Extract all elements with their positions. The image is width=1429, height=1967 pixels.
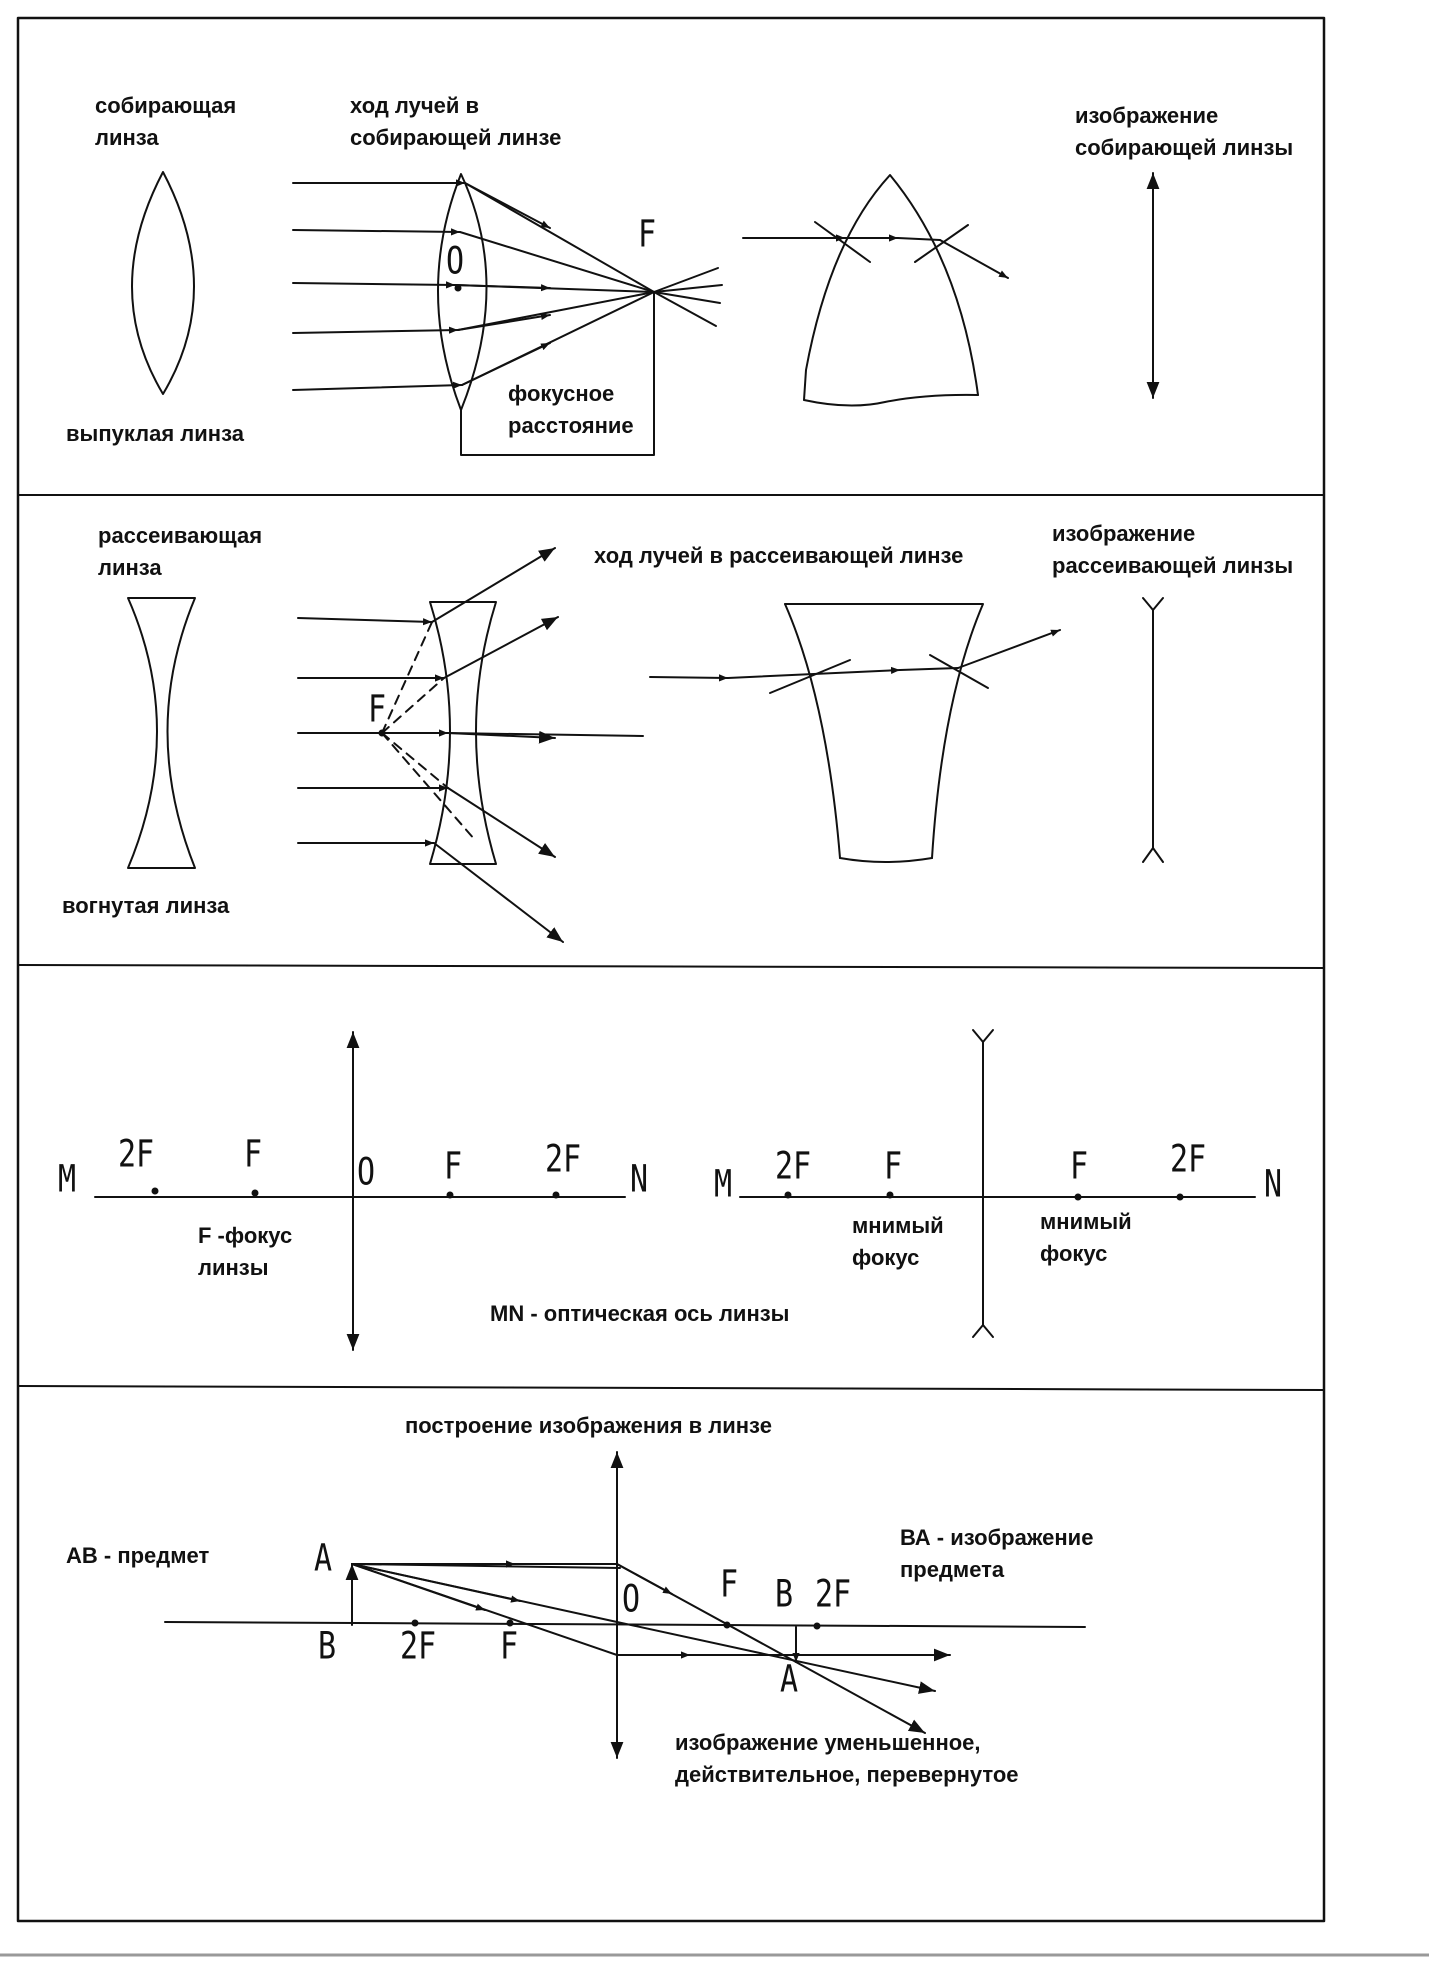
axis1-f-left: F [244, 1132, 263, 1177]
image-construction-diagram [164, 1451, 1086, 1759]
point-b: B [318, 1624, 337, 1669]
axis2-f-left: F [884, 1144, 903, 1189]
point-2f: 2F [400, 1624, 437, 1669]
label-virtual-focus-left: мнимый фокус [852, 1213, 944, 1270]
label-diverging-symbol: изображение рассеивающей линзы [1052, 521, 1294, 578]
label-concave-lens: вогнутая линза [62, 893, 230, 918]
diverging-ray-diagram [297, 547, 644, 943]
label-focus-note: F -фокус линзы [198, 1223, 293, 1280]
point-o: O [622, 1577, 641, 1622]
diverging-lens-body [429, 601, 497, 865]
page-frame [0, 16, 1429, 1957]
diverging-lens-symbol [1142, 597, 1164, 863]
label-diverging-lens: рассеивающая линза [98, 523, 263, 580]
label-image-note: ВА - изображение предмета [900, 1525, 1094, 1582]
point-b-image: B [775, 1572, 794, 1617]
converging-ray-diagram [292, 173, 723, 456]
label-focus-f: F [638, 212, 657, 257]
label-ray-path-diverging: ход лучей в рассеивающей линзе [594, 543, 964, 568]
axis2-f-right: F [1070, 1144, 1089, 1189]
axis1-2f-left: 2F [118, 1132, 155, 1177]
axis2-2f-left: 2F [775, 1144, 812, 1189]
label-ray-path-converging: ход лучей в собирающей линзе [350, 93, 562, 150]
converging-lens-axis [94, 1031, 626, 1351]
refraction-through-converging-prism [742, 174, 1009, 407]
axis2-m: M [714, 1162, 733, 1207]
axis1-n: N [630, 1157, 649, 1202]
diverging-lens-axis [739, 1029, 1256, 1338]
point-a: A [314, 1536, 333, 1581]
label-virtual-focus-right: мнимый фокус [1040, 1209, 1132, 1266]
refraction-through-diverging-prism [649, 603, 1061, 863]
axis1-2f-right: 2F [545, 1137, 582, 1182]
point-a-image: A [780, 1657, 799, 1702]
label-converging-symbol: изображение собирающей линзы [1075, 103, 1294, 160]
axis1-o: O [357, 1150, 376, 1195]
label-virtual-focus-f: F [368, 687, 387, 732]
label-result-note: изображение уменьшенное, действительное,… [675, 1730, 1019, 1787]
label-converging-lens: собирающая линза [95, 93, 237, 150]
label-convex-lens: выпуклая линза [66, 421, 244, 446]
point-f-right: F [720, 1562, 739, 1607]
label-lens-center-o: O [446, 239, 465, 284]
concave-lens-shape [127, 597, 196, 869]
axis1-f-right: F [444, 1144, 463, 1189]
point-f: F [500, 1624, 519, 1669]
axis2-n: N [1264, 1162, 1283, 1207]
point-2f-right: 2F [815, 1572, 852, 1617]
convex-lens-shape [131, 171, 195, 395]
converging-lens-body [437, 173, 488, 411]
label-construction-title: построение изображения в линзе [405, 1413, 772, 1438]
label-object-note: АВ - предмет [66, 1543, 210, 1568]
label-optical-axis-note: MN - оптическая ось линзы [490, 1301, 790, 1326]
axis1-m: M [58, 1157, 77, 1202]
label-focal-length: фокусное расстояние [508, 381, 634, 438]
focal-length-bracket [460, 291, 655, 456]
axis2-2f-right: 2F [1170, 1137, 1207, 1182]
